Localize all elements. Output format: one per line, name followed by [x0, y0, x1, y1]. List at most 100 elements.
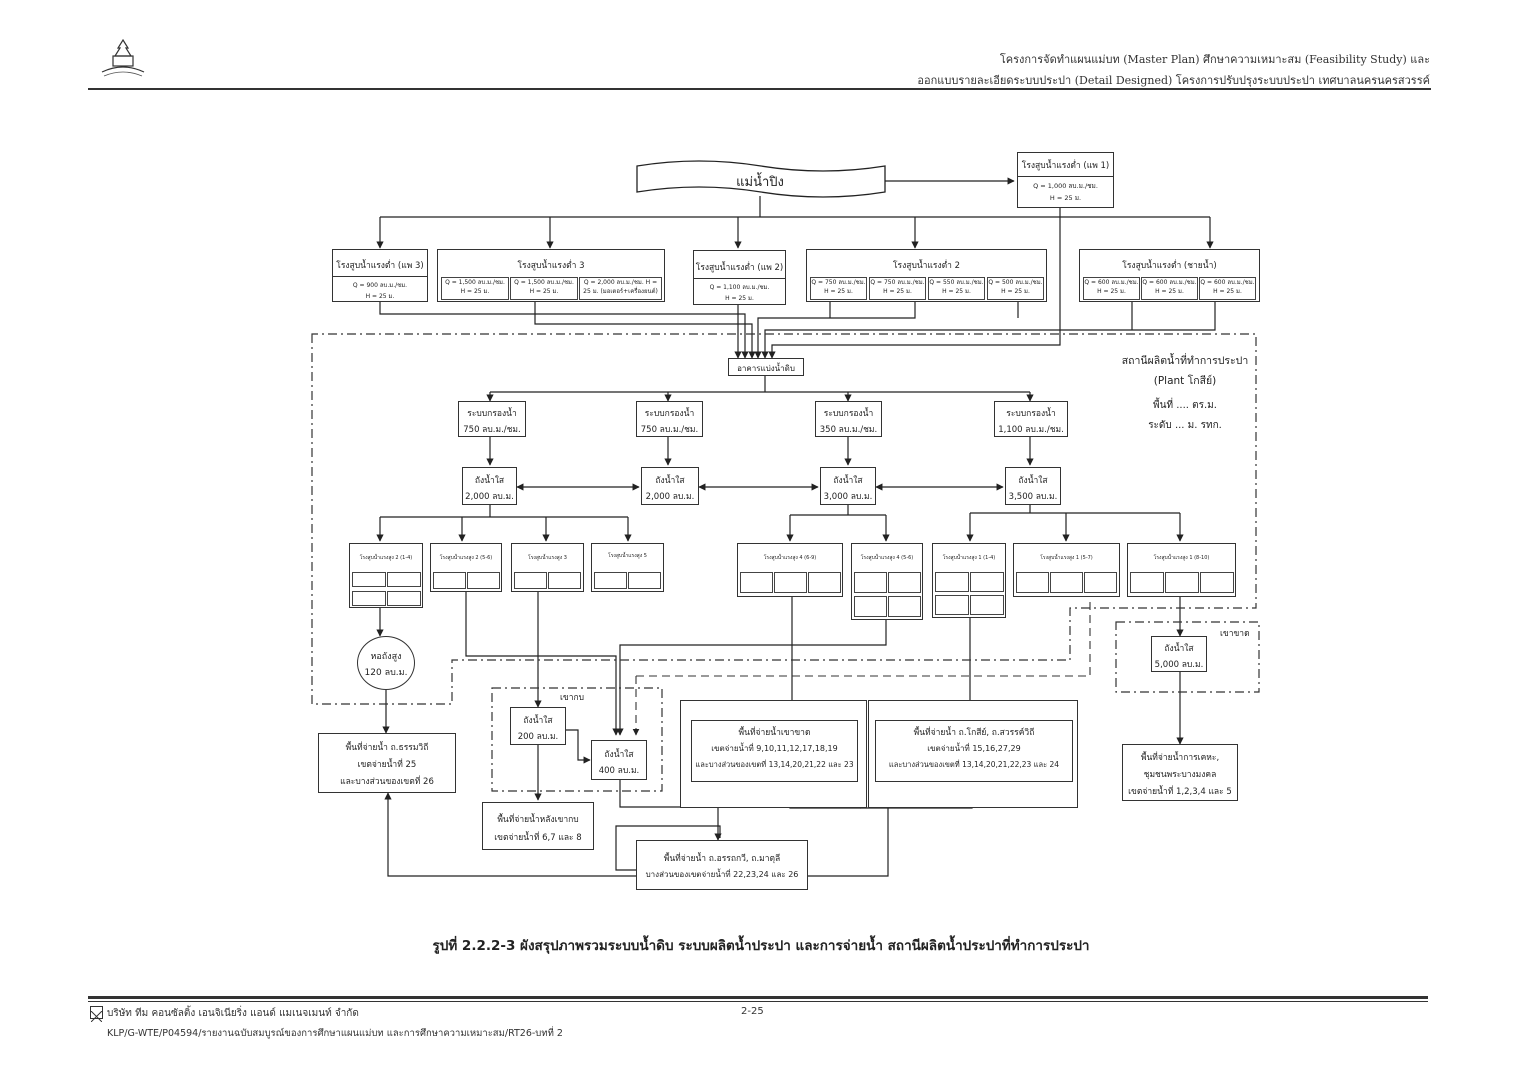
- divider: [333, 276, 427, 277]
- clear-tank-2: ถังน้ำใส 2,000 ลบ.ม.: [641, 467, 699, 505]
- pump-low-3-unit-3: Q = 2,000 ลบ.ม./ชม. H = 25 ม. (มอเตอร์+เ…: [579, 277, 662, 300]
- khao-kob-tank-200: ถังน้ำใส 200 ลบ.ม.: [510, 707, 566, 745]
- company-logo-icon: [90, 1006, 103, 1023]
- header-title-line2: ออกแบบรายละเอียดระบบประปา (Detail Design…: [917, 74, 1430, 87]
- pump-low-riverside: โรงสูบน้ำแรงต่ำ (ชายน้ำ) Q = 600 ลบ.ม./ช…: [1079, 249, 1260, 302]
- area-housing-l3: เขตจ่ายน้ำที่ 1,2,3,4 และ 5: [1128, 787, 1232, 797]
- filter-3-l1: ระบบกรองน้ำ: [823, 409, 874, 419]
- pump-unit: [1200, 572, 1234, 593]
- pump-low-riverside-unit-1: Q = 600 ลบ.ม./ชม. H = 25 ม.: [1083, 277, 1140, 300]
- khao-kob-tank-200-l1: ถังน้ำใส: [523, 716, 553, 726]
- area-thammawithi: พื้นที่จ่ายน้ำ ถ.ธรรมวิถี เขตจ่ายน้ำที่ …: [318, 733, 456, 793]
- area-behind-khao-kob: พื้นที่จ่ายน้ำหลังเขากบ เขตจ่ายน้ำที่ 6,…: [482, 802, 594, 850]
- clear-tank-1: ถังน้ำใส 2,000 ลบ.ม.: [462, 467, 517, 505]
- khao-kob-tank-400: ถังน้ำใส 400 ลบ.ม.: [591, 740, 647, 780]
- pump-unit: [854, 572, 887, 593]
- header-title-line1: โครงการจัดทำแผนแม่บท (Master Plan) ศึกษา…: [999, 53, 1430, 66]
- high-pump-title: โรงสูบน้ำแรงสูง 4 (5-6): [860, 555, 914, 561]
- filter-3-l2: 350 ลบ.ม./ชม.: [819, 425, 878, 435]
- high-pump-2-1-4: โรงสูบน้ำแรงสูง 2 (1-4): [349, 543, 423, 608]
- pump-raft-1-q: Q = 1,000 ลบ.ม./ชม.: [1033, 182, 1098, 190]
- pump-unit: [387, 572, 421, 587]
- area-thammawithi-l2: เขตจ่ายน้ำที่ 25: [357, 760, 417, 770]
- high-pump-title: โรงสูบน้ำแรงสูง 4 (6-9): [763, 555, 817, 561]
- area-behind-khao-kob-l2: เขตจ่ายน้ำที่ 6,7 และ 8: [494, 833, 582, 843]
- pump-unit: [1050, 572, 1083, 593]
- filter-1-l1: ระบบกรองน้ำ: [467, 409, 517, 419]
- filter-4-l1: ระบบกรองน้ำ: [1006, 409, 1056, 419]
- area-thammawithi-l1: พื้นที่จ่ายน้ำ ถ.ธรรมวิถี: [345, 743, 429, 753]
- khao-kob-tank-200-l2: 200 ลบ.ม.: [517, 732, 559, 742]
- pump-unit: [467, 572, 500, 589]
- clear-tank-3-l2: 3,000 ลบ.ม.: [823, 492, 873, 502]
- elevated-tank-l2: 120 ลบ.ม.: [364, 668, 408, 678]
- filter-4-l2: 1,100 ลบ.ม./ชม.: [998, 425, 1064, 435]
- khao-khat-tank-l2: 5,000 ลบ.ม.: [1154, 660, 1204, 670]
- area-atthakawi: พื้นที่จ่ายน้ำ ถ.อรรถกวี, ถ.มาตุลี บางส่…: [636, 840, 808, 890]
- high-pump-title: โรงสูบน้ำแรงสูง 1 (5-7): [1040, 555, 1093, 561]
- municipality-logo: [98, 38, 148, 80]
- pump-raft-3-title: โรงสูบน้ำแรงต่ำ (แพ 3): [336, 261, 424, 271]
- filter-4: ระบบกรองน้ำ 1,100 ลบ.ม./ชม.: [994, 401, 1068, 437]
- clear-tank-3: ถังน้ำใส 3,000 ลบ.ม.: [820, 467, 876, 505]
- footer-page-number: 2-25: [741, 1006, 764, 1017]
- splitter-label: อาคารแบ่งน้ำดิบ: [737, 364, 795, 373]
- header-rule: [88, 88, 1431, 90]
- high-pump-title: โรงสูบน้ำแรงสูง 5: [608, 553, 647, 559]
- high-pump-4-5-6: โรงสูบน้ำแรงสูง 4 (5-6): [851, 543, 923, 620]
- pump-low-2-unit-2: Q = 750 ลบ.ม./ชม. H = 25 ม.: [869, 277, 926, 300]
- high-pump-title: โรงสูบน้ำแรงสูง 2 (1-4): [359, 555, 413, 561]
- plant-sub: (Plant โกสีย์): [1153, 375, 1217, 387]
- pump-unit: [352, 591, 386, 606]
- khao-khat-label: เขาขาด: [1220, 629, 1250, 639]
- pump-low-3-title: โรงสูบน้ำแรงต่ำ 3: [517, 261, 585, 271]
- pump-raft-1-h: H = 25 ม.: [1049, 194, 1082, 202]
- footer-rule-thin: [88, 1001, 1428, 1002]
- filter-2: ระบบกรองน้ำ 750 ลบ.ม./ชม.: [636, 401, 703, 437]
- pump-unit: [935, 595, 969, 615]
- pump-unit: [935, 572, 969, 592]
- pump-raft-2-q: Q = 1,100 ลบ.ม./ชม.: [709, 284, 770, 291]
- high-pump-1-8-10: โรงสูบน้ำแรงสูง 1 (8-10): [1127, 543, 1236, 597]
- filter-1: ระบบกรองน้ำ 750 ลบ.ม./ชม.: [458, 401, 526, 437]
- area-khao-khat-inner: พื้นที่จ่ายน้ำเขาขาด เขตจ่ายน้ำที่ 9,10,…: [691, 720, 858, 782]
- pump-raft-1: โรงสูบน้ำแรงต่ำ (แพ 1) Q = 1,000 ลบ.ม./ช…: [1017, 152, 1114, 208]
- pump-unit: [1130, 572, 1164, 593]
- pump-raft-3-h: H = 25 ม.: [365, 293, 395, 300]
- khao-khat-tank: ถังน้ำใส 5,000 ลบ.ม.: [1151, 636, 1207, 672]
- pump-unit: [514, 572, 547, 589]
- high-pump-4-6-9: โรงสูบน้ำแรงสูง 4 (6-9): [737, 543, 843, 597]
- figure-caption: รูปที่ 2.2.2-3 ผังสรุปภาพรวมระบบน้ำดิบ ร…: [432, 938, 1090, 954]
- pump-unit: [970, 595, 1004, 615]
- filter-1-l2: 750 ลบ.ม./ชม.: [463, 425, 521, 435]
- area-thammawithi-l3: และบางส่วนของเขตที่ 26: [340, 777, 434, 787]
- clear-tank-4-l2: 3,500 ลบ.ม.: [1008, 492, 1058, 502]
- high-pump-title: โรงสูบน้ำแรงสูง 3: [528, 555, 567, 561]
- filter-2-l1: ระบบกรองน้ำ: [644, 409, 695, 419]
- pump-unit: [854, 596, 887, 617]
- plant-area: พื้นที่ .... ตร.ม.: [1153, 400, 1217, 411]
- river-ping: แม่น้ำปิง: [633, 160, 887, 198]
- clear-tank-1-l2: 2,000 ลบ.ม.: [465, 492, 514, 502]
- area-khao-khat-l2: เขตจ่ายน้ำที่ 9,10,11,12,17,18,19: [711, 744, 838, 753]
- clear-tank-3-l1: ถังน้ำใส: [833, 476, 863, 486]
- pump-low-2-unit-3: Q = 550 ลบ.ม./ชม. H = 25 ม.: [928, 277, 985, 300]
- area-housing: พื้นที่จ่ายน้ำการเคหะ, ชุมชนพระบางมงคล เ…: [1122, 744, 1238, 801]
- filter-2-l2: 750 ลบ.ม./ชม.: [640, 425, 699, 435]
- pump-unit: [628, 572, 661, 589]
- elevated-tank-l1: หอถังสูง: [370, 652, 402, 662]
- khao-kob-label: เขากบ: [560, 693, 585, 703]
- clear-tank-2-l2: 2,000 ลบ.ม.: [645, 492, 695, 502]
- high-pump-title: โรงสูบน้ำแรงสูง 1 (1-4): [942, 555, 996, 561]
- pump-unit: [808, 572, 841, 593]
- pump-low-2-unit-4: Q = 500 ลบ.ม./ชม. H = 25 ม.: [987, 277, 1044, 300]
- pump-raft-2-h: H = 25 ม.: [725, 295, 754, 302]
- pump-unit: [387, 591, 421, 606]
- footer-rule-thick: [88, 996, 1428, 999]
- pump-unit: [1016, 572, 1049, 593]
- pump-raft-1-title: โรงสูบน้ำแรงต่ำ (แพ 1): [1021, 161, 1110, 171]
- footer-reference: KLP/G-WTE/P04594/รายงานฉบับสมบูรณ์ของการ…: [107, 1028, 563, 1039]
- area-khao-khat: พื้นที่จ่ายน้ำเขาขาด เขตจ่ายน้ำที่ 9,10,…: [680, 700, 867, 808]
- clear-tank-2-l1: ถังน้ำใส: [655, 476, 685, 486]
